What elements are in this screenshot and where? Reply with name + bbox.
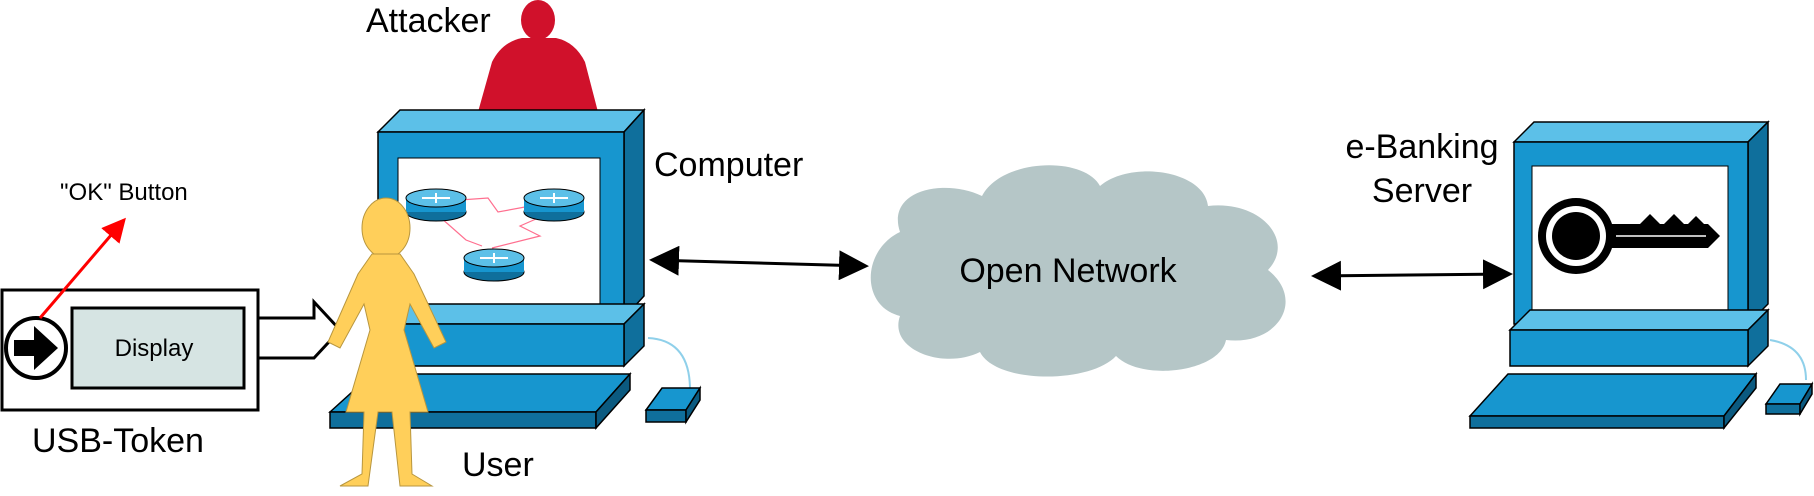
router-icon [405,188,467,222]
ok-pointer-arrow [38,217,126,319]
cloud-icon [870,165,1286,377]
server-base [1508,308,1770,368]
mouse-icon [644,337,702,425]
display-label: Display [115,335,194,362]
key-icon [1538,198,1720,274]
attacker-figure [478,0,598,112]
server-keyboard [1468,371,1758,431]
user-figure [327,197,447,487]
attacker-label: Attacker [366,2,491,40]
ebanking-label-line2: Server [1372,172,1472,210]
open-network-label: Open Network [959,252,1177,290]
ok-button-label: "OK" Button [60,179,188,206]
ok-button[interactable] [4,316,68,380]
computer-network-link [649,245,869,281]
usb-token-label: USB-Token [32,422,204,460]
computer-label: Computer [654,146,803,184]
router-icon [523,188,585,222]
user-label: User [462,446,534,484]
network-server-link [1311,259,1513,291]
computer-base [370,302,646,368]
router-icon [463,248,525,282]
arrow-right-icon [14,326,58,370]
usb-token [0,288,343,412]
ebanking-label-line1: e-Banking [1345,128,1498,166]
mouse-icon [1764,339,1814,417]
